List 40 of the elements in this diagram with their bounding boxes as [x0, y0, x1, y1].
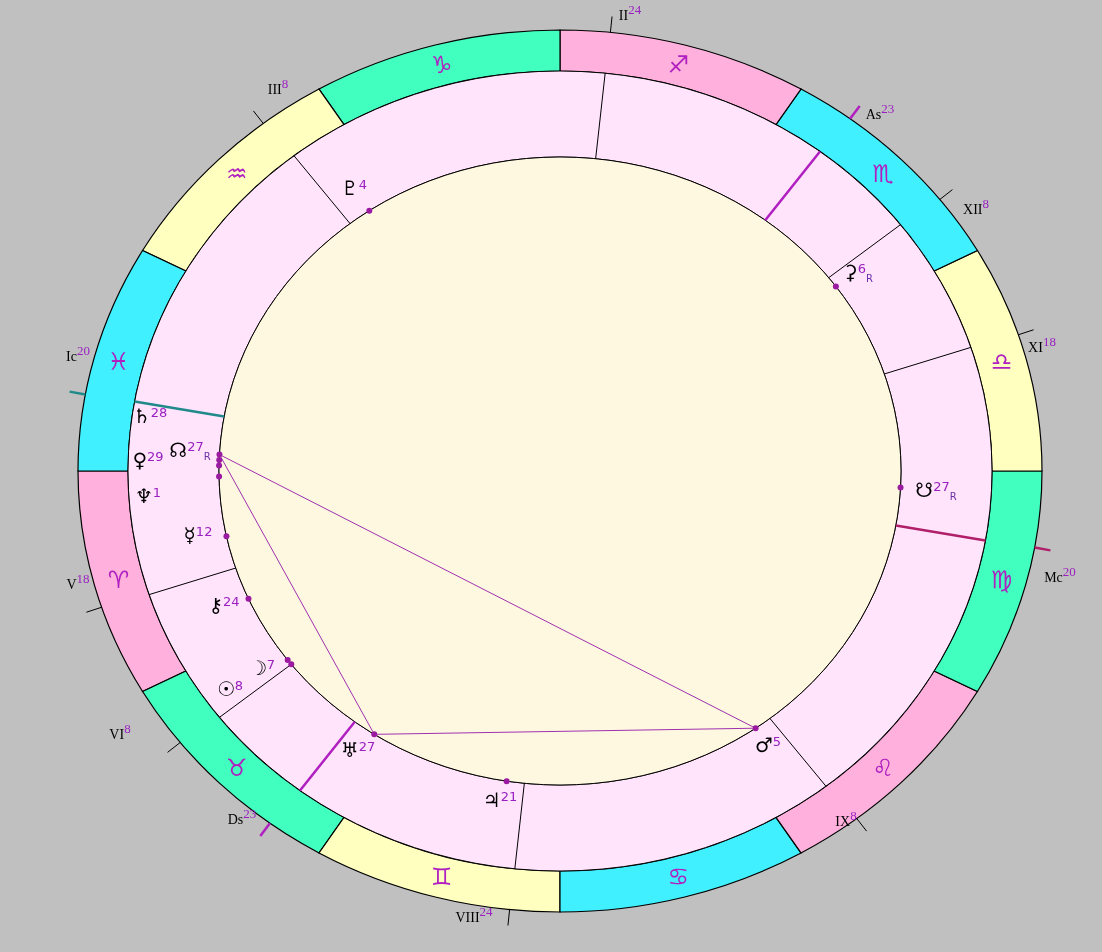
- zodiac-glyph: ♎: [990, 350, 1013, 375]
- planet-label: ☽$^{7}$: [248, 658, 276, 678]
- zodiac-glyph: ♋: [667, 864, 689, 889]
- planet-dot: [897, 484, 904, 491]
- planet-label: ♀$^{29}$: [132, 450, 164, 470]
- zodiac-glyph: ♊: [430, 864, 453, 889]
- planet-dot: [216, 451, 223, 458]
- planet-dot: [503, 778, 510, 785]
- zodiac-glyph: ♏: [872, 162, 894, 186]
- zodiac-glyph: ♑: [430, 53, 453, 78]
- zodiac-glyph: ♍: [990, 567, 1013, 592]
- zodiac-glyph: ♉: [226, 756, 248, 780]
- planet-dot: [832, 283, 839, 290]
- zodiac-glyph: ♐: [667, 53, 689, 78]
- aspect-line: [220, 456, 374, 733]
- planet-label: ☿$^{12}$: [183, 525, 213, 545]
- planet-dot: [288, 661, 295, 668]
- planet-dot: [284, 656, 291, 663]
- planet-dot: [216, 457, 223, 464]
- planet-label: ☉$^{8}$: [216, 679, 244, 699]
- planet-dot: [223, 533, 230, 540]
- planet-label: ♅$^{27}$: [340, 740, 376, 760]
- aspect-line: [221, 455, 754, 728]
- aspect-line: [376, 727, 754, 735]
- planet-dot: [216, 473, 223, 480]
- planet-dot: [752, 725, 759, 732]
- zodiac-glyph: ♓: [107, 350, 130, 375]
- planet-dot: [216, 462, 223, 469]
- planet-dot: [245, 595, 252, 602]
- zodiac-glyph: ♌: [872, 756, 894, 780]
- planet-dot: [371, 731, 378, 738]
- zodiac-glyph: ♒: [226, 162, 248, 186]
- planet-label: ⚷$^{24}$: [208, 595, 240, 615]
- planet-label: ♇$^{4}$: [340, 178, 368, 198]
- planet-label: ♄$^{28}$: [132, 406, 168, 426]
- planet-label: ♃$^{21}$: [482, 790, 518, 810]
- zodiac-glyph: ♈: [107, 567, 130, 592]
- planet-dot: [366, 207, 373, 214]
- planet-label: ♂$^{5}$: [754, 735, 782, 755]
- planet-label: ♆$^{1}$: [134, 486, 162, 506]
